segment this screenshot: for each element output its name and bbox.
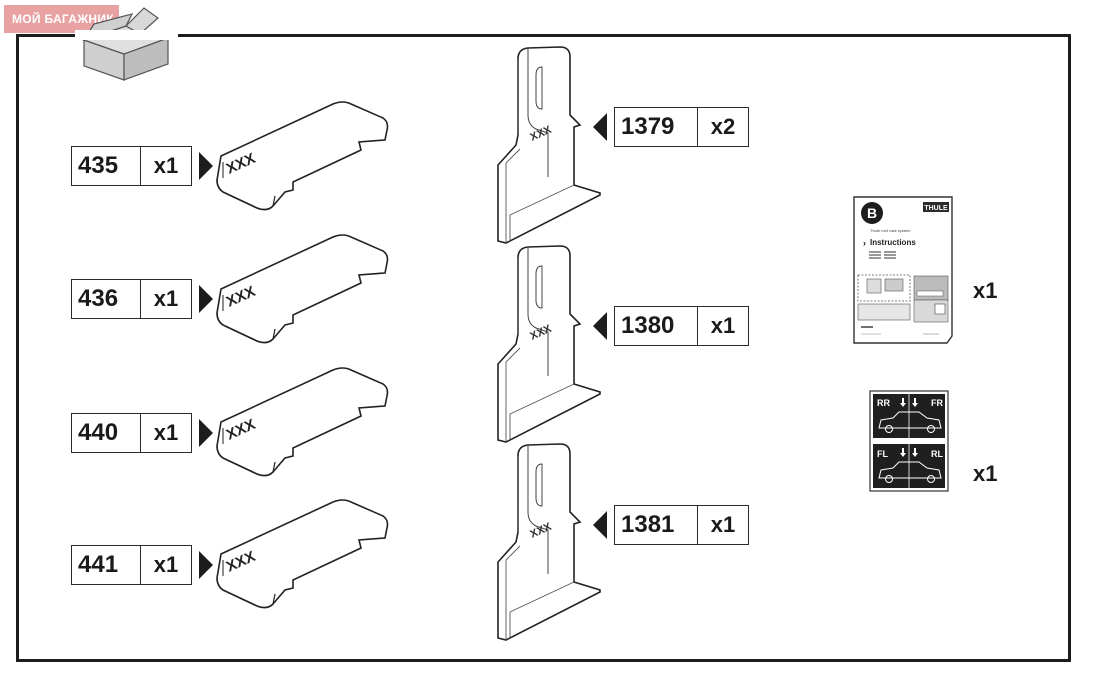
part-number: 440 bbox=[72, 414, 141, 452]
part-number: 1381 bbox=[615, 506, 698, 544]
part-number: 435 bbox=[72, 147, 141, 185]
sticker-label: RL bbox=[931, 449, 943, 459]
part-quantity: x1 bbox=[710, 313, 736, 338]
part-number: 1380 bbox=[615, 307, 698, 345]
part-label: 441 x1 bbox=[71, 545, 192, 585]
pointer-arrow-icon bbox=[593, 511, 607, 539]
foot-pad-illustration: XXX bbox=[216, 367, 389, 477]
sticker-quantity: x1 bbox=[973, 461, 998, 486]
sticker-label: FL bbox=[877, 449, 888, 459]
pointer-arrow-icon bbox=[199, 285, 213, 313]
manual-subtitle: Thule roof rack system bbox=[870, 228, 911, 233]
part-number: 441 bbox=[72, 546, 141, 584]
pointer-arrow-icon bbox=[199, 551, 213, 579]
watermark: МОЙ БАГАЖНИК bbox=[4, 5, 119, 33]
fit-kit-bracket-illustration: XXX bbox=[497, 245, 601, 443]
pointer-arrow-icon bbox=[593, 113, 607, 141]
part-quantity: x1 bbox=[153, 153, 179, 178]
foot-pad-illustration: XXX bbox=[216, 499, 389, 609]
part-quantity: x1 bbox=[710, 512, 736, 537]
fit-kit-bracket-illustration: XXX bbox=[497, 46, 601, 244]
part-label: 440 x1 bbox=[71, 413, 192, 453]
instruction-manual-illustration: B THULE Thule roof rack system › Instruc… bbox=[853, 196, 953, 344]
pointer-arrow-icon bbox=[593, 312, 607, 340]
part-label: 1381 x1 bbox=[614, 505, 749, 545]
sticker-label: RR bbox=[877, 398, 890, 408]
part-quantity: x1 bbox=[153, 286, 179, 311]
pointer-arrow-icon bbox=[199, 152, 213, 180]
brand-logo: THULE bbox=[924, 205, 948, 212]
part-label: 1380 x1 bbox=[614, 306, 749, 346]
part-quantity: x1 bbox=[153, 552, 179, 577]
foot-pad-illustration: XXX bbox=[216, 234, 389, 344]
fit-kit-bracket-illustration: XXX bbox=[497, 443, 601, 641]
part-number: 436 bbox=[72, 280, 141, 318]
manual-heading: Instructions bbox=[870, 238, 916, 247]
part-label: 435 x1 bbox=[71, 146, 192, 186]
part-label: 436 x1 bbox=[71, 279, 192, 319]
content-frame bbox=[16, 34, 1071, 662]
part-quantity: x1 bbox=[153, 420, 179, 445]
position-sticker-sheet-illustration: RR FR FL RL bbox=[869, 390, 949, 492]
part-quantity: x2 bbox=[710, 114, 736, 139]
foot-pad-illustration: XXX bbox=[216, 101, 389, 211]
svg-text:›: › bbox=[863, 238, 866, 248]
manual-quantity: x1 bbox=[973, 278, 998, 303]
manual-letter: B bbox=[867, 205, 877, 221]
part-number: 1379 bbox=[615, 108, 698, 146]
part-label: 1379 x2 bbox=[614, 107, 749, 147]
pointer-arrow-icon bbox=[199, 419, 213, 447]
sticker-label: FR bbox=[931, 398, 943, 408]
